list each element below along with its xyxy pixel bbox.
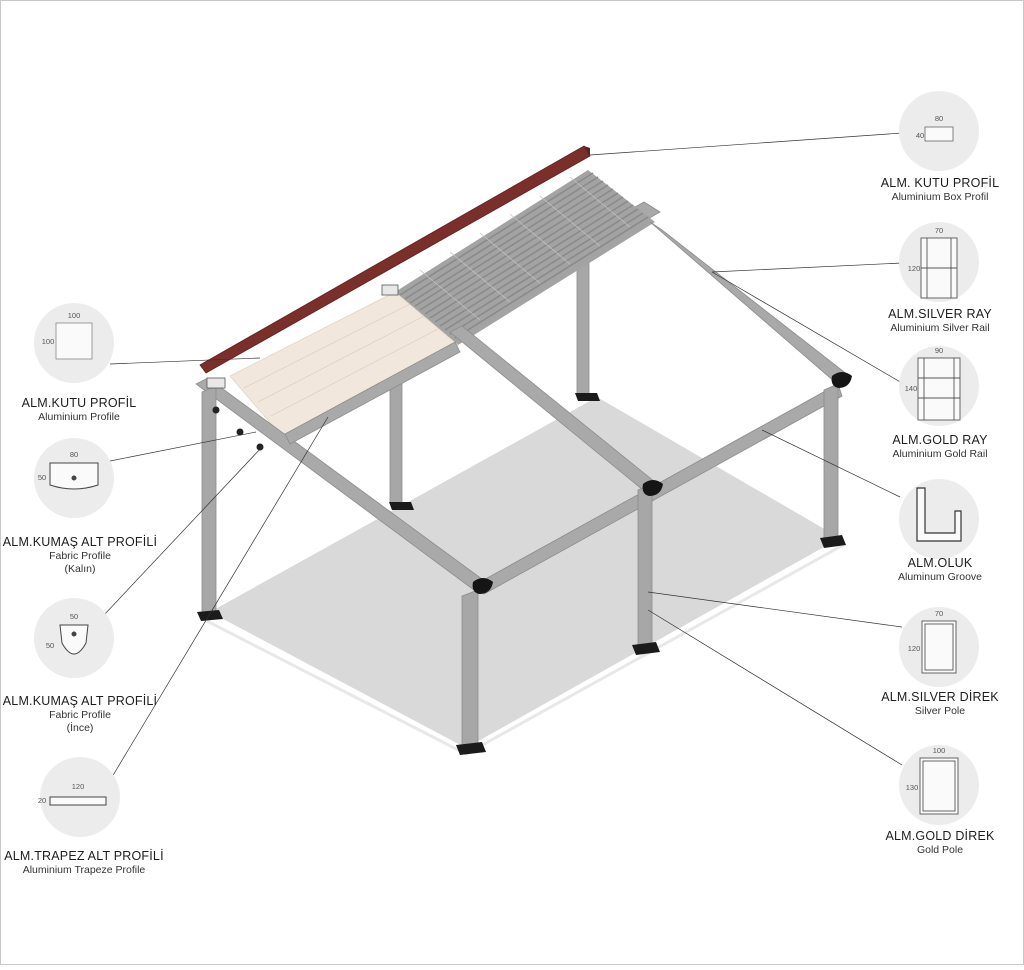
roof-fabric [229,291,459,441]
dim-label: 50 [70,612,78,621]
silver-pole-icon [921,620,957,674]
fabric-thin-icon [59,624,89,655]
dim-label: 40 [916,131,924,140]
component-title: ALM.SILVER RAY [888,307,992,321]
dim-label: 100 [68,311,81,320]
component-subtitle: Fabric Profile [49,550,111,562]
label-groove: ALM.OLUK Aluminum Groove [870,556,1010,584]
base-plates-back [389,393,600,510]
label-silver-pole: ALM.SILVER DİREK Silver Pole [870,690,1010,718]
component-subtitle: Aluminium Trapeze Profile [22,864,146,876]
dim-label: 70 [935,226,943,235]
fabric-seams [243,303,439,417]
component-subtitle: Gold Pole [916,844,964,856]
label-trapeze: ALM.TRAPEZ ALT PROFİLİ Aluminium Trapeze… [0,849,168,877]
dim-label: 90 [935,346,943,355]
dim-label: 130 [906,783,919,792]
component-title: ALM.KUMAŞ ALT PROFİLİ [2,535,158,549]
leader-lines [103,132,903,778]
component-title: ALM.GOLD RAY [892,433,988,447]
component-note: (İnce) [66,722,94,734]
component-title: ALM.OLUK [907,556,973,570]
dim-label: 100 [933,746,946,755]
component-title: ALM.KUMAŞ ALT PROFİLİ [2,694,158,708]
label-fabric-thick: ALM.KUMAŞ ALT PROFİLİ Fabric Profile (Ka… [0,535,160,576]
base-plates-front [197,535,846,755]
dim-label: 80 [935,114,943,123]
dim-label: 120 [908,644,921,653]
component-title: ALM.TRAPEZ ALT PROFİLİ [4,849,164,863]
component-subtitle: Aluminium Profile [38,411,120,423]
gold-pole-icon [919,757,959,815]
groove-icon [916,487,962,542]
fabric-hardware [206,284,399,451]
floor-area [210,397,840,748]
label-box-profile-left: ALM.KUTU PROFİL Aluminium Profile [4,396,154,424]
component-subtitle: Fabric Profile [49,709,111,721]
dim-label: 100 [42,337,55,346]
dim-label: 20 [38,796,46,805]
dim-label: 140 [905,384,918,393]
right-rafter [649,221,849,384]
label-gold-pole: ALM.GOLD DİREK Gold Pole [870,829,1010,857]
label-silver-rail: ALM.SILVER RAY Aluminium Silver Rail [870,307,1010,335]
component-subtitle: Silver Pole [914,705,966,717]
component-subtitle: Aluminium Silver Rail [890,322,990,334]
box-profile-right-icon [924,126,954,142]
label-gold-rail: ALM.GOLD RAY Aluminium Gold Rail [870,433,1010,461]
dim-label: 80 [70,450,78,459]
component-subtitle: Aluminium Box Profil [891,191,989,203]
back-poles [389,261,590,504]
gutter-caps [472,372,852,594]
roof-ribs [419,176,631,321]
component-title: ALM.KUTU PROFİL [21,396,137,410]
component-title: ALM.GOLD DİREK [885,829,995,843]
dimension-labels: 80 40 70 120 90 140 70 120 100 130 100 1… [38,114,945,805]
box-profile-left-icon [55,322,93,360]
left-eave-beam [284,341,461,445]
dim-label: 50 [46,641,54,650]
roof-corrugation [399,172,649,339]
component-subtitle: Aluminum Groove [897,571,983,583]
dim-label: 120 [908,264,921,273]
component-title: ALM. KUTU PROFİL [880,176,1000,190]
dim-label: 70 [935,609,943,618]
gold-rail-icon [917,357,961,421]
component-note: (Kalın) [64,563,96,575]
dim-label: 120 [72,782,85,791]
component-title: ALM.SILVER DİREK [881,690,999,704]
component-subtitle: Aluminium Gold Rail [892,448,988,460]
trapeze-icon [49,796,107,806]
front-poles [201,383,839,752]
label-fabric-thin: ALM.KUMAŞ ALT PROFİLİ Fabric Profile (İn… [0,694,160,735]
label-box-profile-right: ALM. KUTU PROFİL Aluminium Box Profil [870,176,1010,204]
dim-label: 50 [38,473,46,482]
fabric-thick-icon [49,462,99,490]
silver-rail-icon [920,237,958,299]
